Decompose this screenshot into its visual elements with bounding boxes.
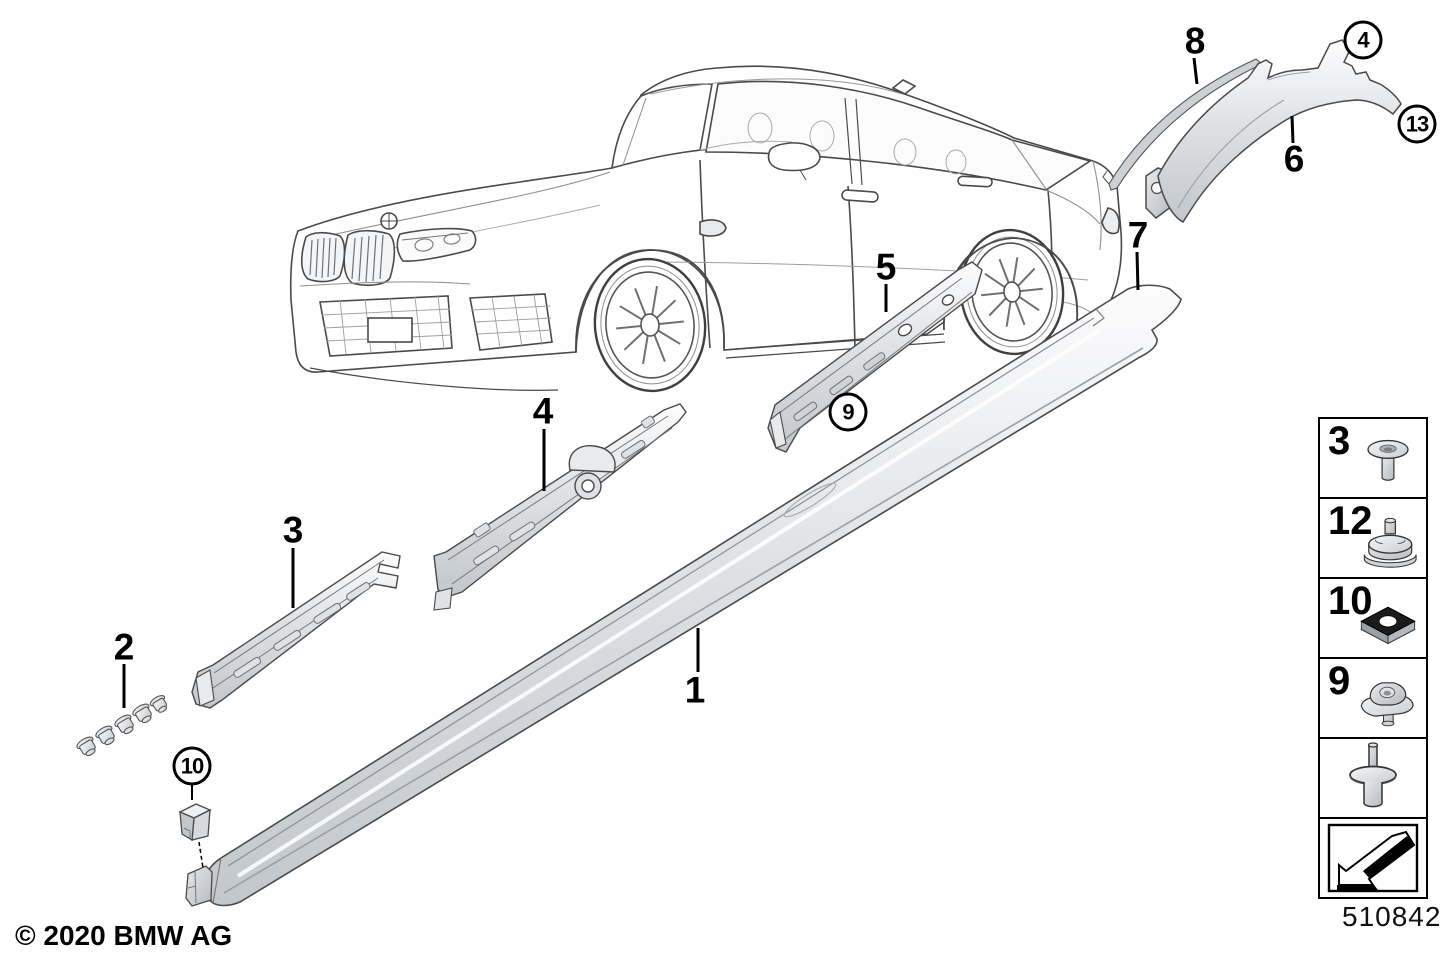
direction-arrow-icon [1327,823,1419,893]
callout-circle-10: 10 [172,746,212,786]
square-pad-nut-icon [1360,606,1416,645]
legend-label-9: 9 [1328,659,1351,703]
legend-box-9: 9 [1320,659,1426,739]
clip-nut-icon [1360,682,1414,727]
mounting-rail-part3 [191,551,401,709]
leader-lines [122,57,1295,869]
callout-label-6: 6 [1283,138,1305,180]
mounting-rail-part5 [767,261,983,453]
spacer-mount-icon [1363,517,1417,568]
callout-circle-9: 9 [828,392,868,432]
legend-box-3: 3 [1320,419,1426,499]
copyright-text: © 2020 BMW AG [15,920,233,951]
end-cap-clip-part10 [178,803,212,842]
callout-circle-4: 4 [1343,20,1383,60]
blind-rivet-icon [1367,439,1409,481]
expansion-rivet-icon [1349,742,1397,808]
callout-label-7: 7 [1127,214,1149,256]
legend-box-12: 12 [1320,499,1426,579]
callout-label-8: 8 [1184,20,1206,62]
legend-label-12: 12 [1328,499,1373,543]
fastener-set-part2 [76,695,168,757]
legend-box-arrow [1320,819,1426,897]
legend-label-10: 10 [1328,579,1373,623]
legend-box-rivet [1320,739,1426,819]
callout-label-1: 1 [684,669,706,711]
side-skirt-part1 [185,284,1182,907]
callout-circle-13: 13 [1397,104,1437,144]
fastener-legend: 3 12 10 9 [1318,417,1428,899]
mounting-rail-part4 [433,403,687,611]
callout-label-5: 5 [875,246,897,288]
wheel-arch-trim-part6 [1145,39,1402,223]
diagram-number: 510842 [1342,901,1442,932]
callout-label-2: 2 [113,626,135,668]
legend-label-3: 3 [1328,419,1351,463]
callout-label-4: 4 [532,390,554,432]
legend-box-10: 10 [1320,579,1426,659]
callout-label-3: 3 [282,509,304,551]
car-illustration [289,65,1123,393]
